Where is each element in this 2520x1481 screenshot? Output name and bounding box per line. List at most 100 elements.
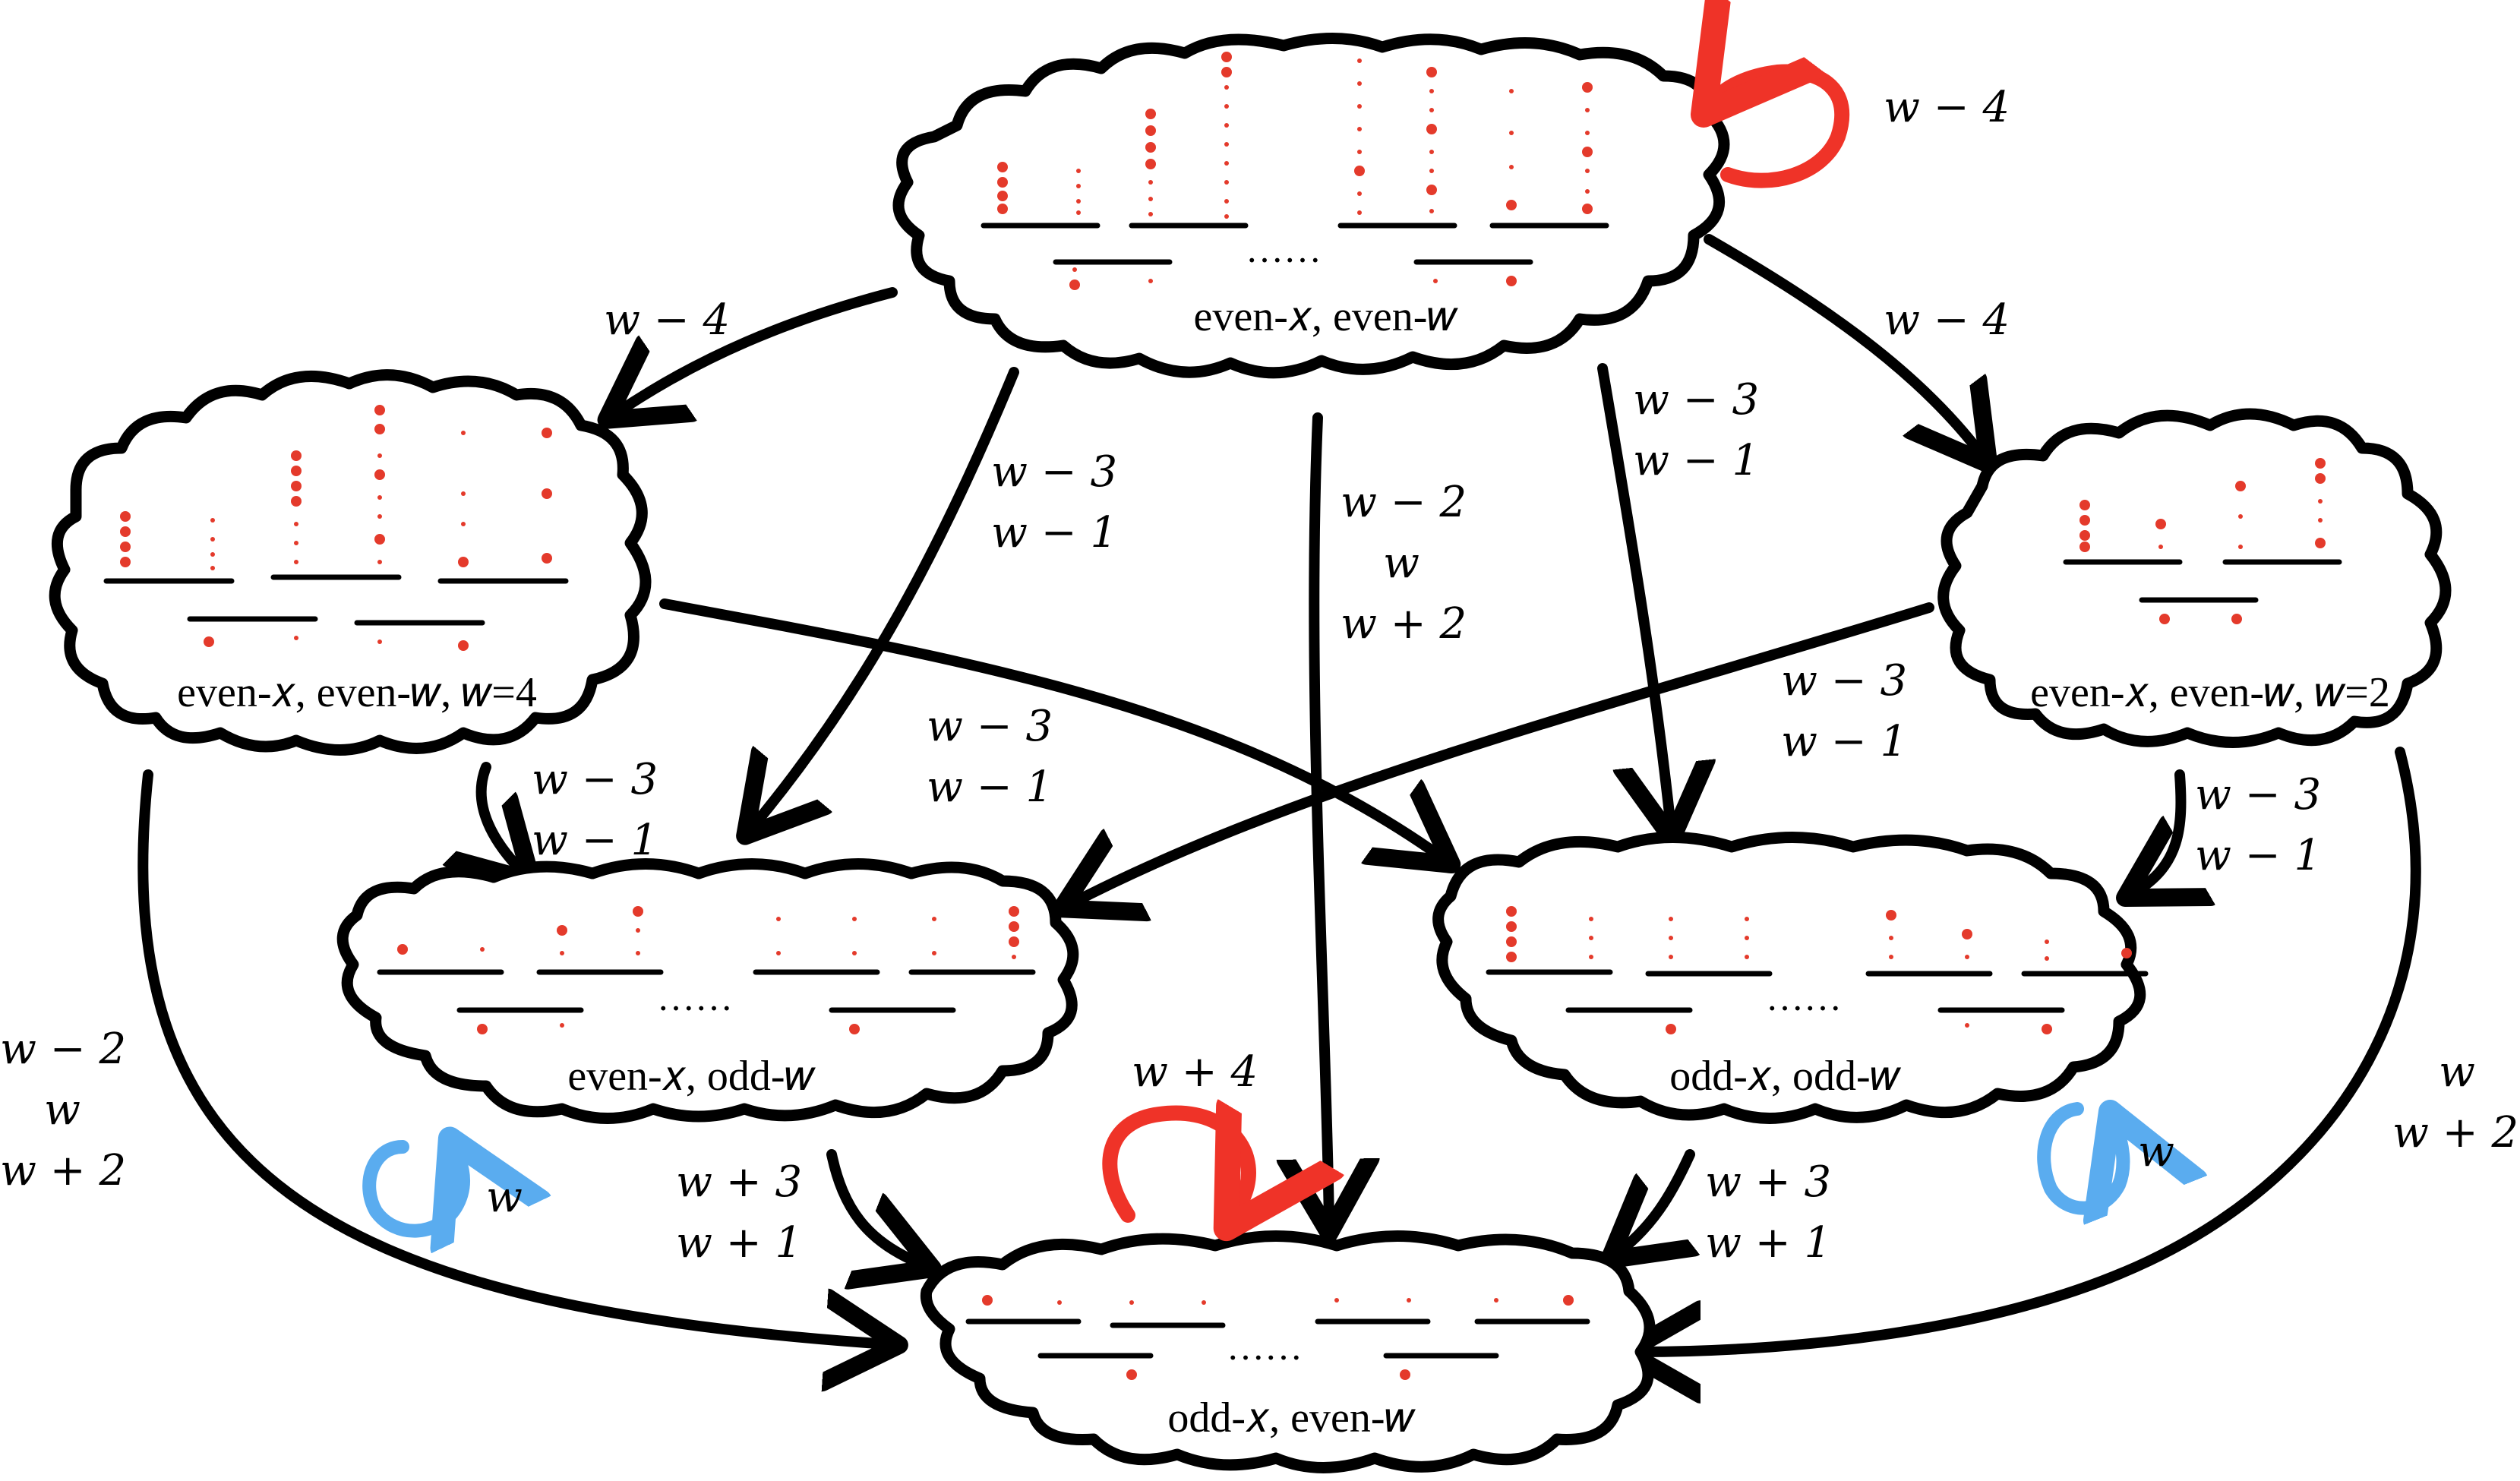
dot xyxy=(2121,948,2132,958)
dot xyxy=(1224,214,1229,219)
label-left-to-midleft: w − 3 xyxy=(532,755,658,804)
dot xyxy=(1072,267,1077,272)
dot xyxy=(1145,159,1156,169)
arrow-left-to-bottom xyxy=(137,769,889,1344)
dot xyxy=(1429,169,1434,173)
dot xyxy=(374,534,385,545)
label-top-to-bottom: w xyxy=(1383,538,1419,588)
label-right-to-bottom: w xyxy=(2439,1047,2475,1097)
dot xyxy=(1429,150,1434,154)
dot xyxy=(204,636,214,647)
dot xyxy=(2318,499,2323,504)
dot xyxy=(2238,514,2243,519)
dot xyxy=(377,639,382,644)
dot xyxy=(636,928,640,933)
dot xyxy=(1506,200,1517,210)
cloud-bottom-ellipsis: …… xyxy=(1227,1325,1303,1368)
dot xyxy=(374,424,385,434)
dot xyxy=(2159,614,2170,624)
dot xyxy=(1585,169,1590,173)
dot xyxy=(1585,131,1590,135)
dot xyxy=(2235,481,2246,491)
dot xyxy=(1669,917,1673,921)
dot xyxy=(1224,123,1229,128)
dot xyxy=(1889,955,1893,959)
dot xyxy=(1009,936,1019,947)
label-top-to-right: w − 4 xyxy=(1884,295,2010,345)
dot xyxy=(1886,910,1896,920)
dot xyxy=(1224,85,1229,90)
dot xyxy=(1357,81,1362,86)
label-top-to-midleft: w − 3 xyxy=(991,447,1117,497)
dot xyxy=(1129,1300,1134,1305)
dot xyxy=(1426,67,1437,77)
dot xyxy=(2158,545,2163,549)
dot xyxy=(1145,142,1156,153)
dot xyxy=(291,496,302,507)
dot xyxy=(294,522,298,526)
dot xyxy=(1076,210,1081,215)
dot xyxy=(1357,104,1362,109)
dot xyxy=(542,488,552,499)
dot xyxy=(1669,955,1673,959)
dot xyxy=(1148,197,1153,201)
arrow-left-to-midright xyxy=(659,598,1443,858)
dot-columns xyxy=(982,1295,1574,1380)
dot xyxy=(542,428,552,438)
dot xyxy=(1224,199,1229,204)
dot xyxy=(1745,936,1749,940)
dot xyxy=(997,204,1008,214)
dot xyxy=(294,560,298,564)
dot xyxy=(997,177,1008,188)
dot xyxy=(1334,1298,1339,1303)
dot xyxy=(557,925,567,936)
edges xyxy=(137,234,2421,1352)
dot xyxy=(1202,1300,1206,1305)
dot xyxy=(291,466,302,476)
dot xyxy=(2231,614,2242,624)
arrow-right-to-bottom xyxy=(1637,747,2421,1352)
cloud-bottom: …… odd-𝑥, even-𝑤 xyxy=(920,1230,1656,1473)
dot xyxy=(1965,1023,1969,1028)
cloud-left-label: even-𝑥, even-𝑤, 𝑤=4 xyxy=(177,669,537,716)
dot xyxy=(120,557,131,567)
dot xyxy=(1357,58,1362,63)
label-top-to-midleft: w − 1 xyxy=(991,508,1117,557)
dot xyxy=(852,951,857,955)
cloud-right-label: even-𝑥, even-𝑤, 𝑤=2 xyxy=(2030,669,2390,716)
cloud-bottom-outline xyxy=(920,1230,1656,1473)
dot xyxy=(1076,184,1081,188)
dot xyxy=(1669,936,1673,940)
dot xyxy=(997,191,1008,201)
dot xyxy=(1076,199,1081,204)
dot xyxy=(1145,109,1156,119)
cloud-mid-left: …… even-𝑥, odd-𝑤 xyxy=(336,858,1079,1124)
dot xyxy=(1076,169,1081,173)
dot xyxy=(1354,166,1365,176)
dot xyxy=(1589,917,1593,921)
label-left-to-bottom: w − 2 xyxy=(0,1025,126,1074)
self-loop-top xyxy=(1713,71,1850,188)
label-midright-self: w xyxy=(2138,1127,2174,1176)
dot xyxy=(1965,955,1969,959)
dot xyxy=(374,469,385,480)
dot xyxy=(1069,279,1080,290)
arrow-left-to-midleft xyxy=(482,762,524,873)
dot xyxy=(1429,89,1434,93)
dot xyxy=(461,431,466,435)
dot-columns xyxy=(397,906,1019,1034)
dot xyxy=(377,453,382,458)
label-midleft-to-bottom: w + 1 xyxy=(676,1218,802,1268)
dot xyxy=(1357,191,1362,196)
dot xyxy=(932,951,936,955)
label-left-to-bottom: w xyxy=(44,1085,81,1135)
dot xyxy=(560,1023,564,1028)
label-midleft-to-bottom: w + 3 xyxy=(676,1157,802,1207)
cloud-right-outline xyxy=(1937,408,2452,748)
dot xyxy=(210,552,215,557)
dot xyxy=(2079,515,2090,526)
cloud-top-label: even-𝑥, even-𝑤 xyxy=(1194,293,1459,340)
label-top-to-midright: w − 1 xyxy=(1633,436,1759,485)
dot xyxy=(932,917,936,921)
